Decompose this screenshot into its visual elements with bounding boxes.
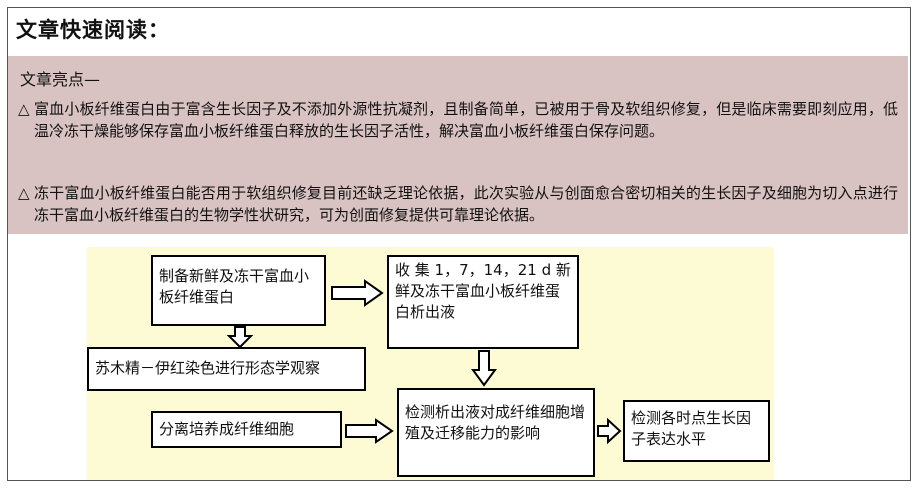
arrow-down-icon: [226, 326, 254, 349]
highlight-text: 冻干富血小板纤维蛋白能否用于软组织修复目前还缺乏理论依据，此次实验从与创面愈合密…: [34, 184, 898, 224]
node-detect-growth-factors: 检测各时点生长因子表达水平: [623, 400, 770, 462]
highlights-panel: 文章亮点— △ 富血小板纤维蛋白由于富含生长因子及不添加外源性抗凝剂，且制备简单…: [8, 56, 908, 234]
article-frame: [7, 7, 911, 481]
highlight-point: △ 冻干富血小板纤维蛋白能否用于软组织修复目前还缺乏理论依据，此次实验从与创面愈…: [18, 182, 898, 226]
arrow-right-icon: [331, 279, 384, 307]
node-detect-fibroblast-effect: 检测析出液对成纤维细胞增殖及迁移能力的影响: [397, 388, 595, 477]
highlight-text: 富血小板纤维蛋白由于富含生长因子及不添加外源性抗凝剂，且制备简单，已被用于骨及软…: [34, 100, 898, 140]
triangle-bullet-icon: △: [18, 184, 30, 202]
arrow-down-icon: [471, 350, 497, 387]
highlights-title: 文章亮点—: [20, 70, 101, 89]
node-isolate-fibroblasts: 分离培养成纤维细胞: [151, 411, 342, 448]
highlight-point: △ 富血小板纤维蛋白由于富含生长因子及不添加外源性抗凝剂，且制备简单，已被用于骨…: [18, 98, 898, 142]
flowchart: 制备新鲜及冻干富血小板纤维蛋白 收 集 1，7，14，21 d 新鲜及冻干富血小…: [87, 247, 774, 480]
arrow-right-icon: [597, 417, 622, 445]
node-collect-exudate: 收 集 1，7，14，21 d 新鲜及冻干富血小板纤维蛋白析出液: [387, 255, 579, 349]
triangle-bullet-icon: △: [18, 100, 30, 118]
node-he-staining: 苏木精－伊红染色进行形态学观察: [87, 347, 366, 391]
page-title: 文章快速阅读：: [16, 18, 170, 42]
node-prepare-prf: 制备新鲜及冻干富血小板纤维蛋白: [151, 255, 326, 326]
arrow-right-icon: [345, 418, 394, 444]
